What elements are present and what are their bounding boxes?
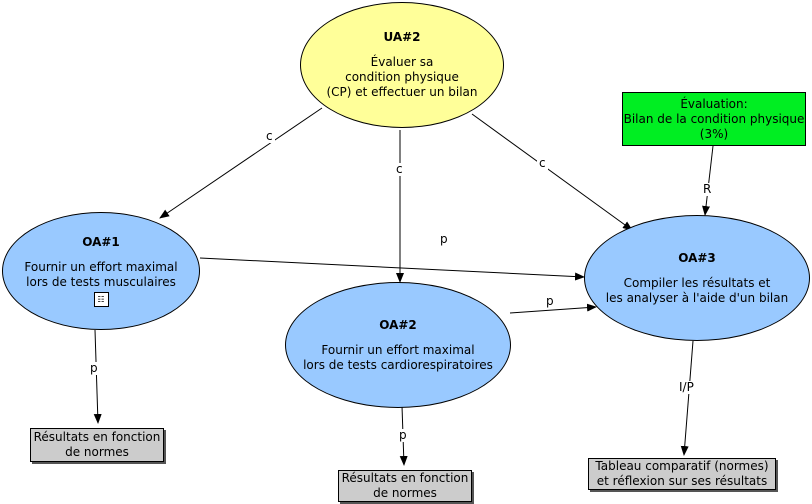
link-label-ua2-oa1: c [264, 129, 275, 143]
oa2-node[interactable]: OA#2 Fournir un effort maximal lors de t… [285, 282, 511, 408]
evaluation-node[interactable]: Évaluation: Bilan de la condition physiq… [622, 92, 806, 146]
oa3-title: OA#3 [678, 250, 716, 265]
oa2-line-2: lors de tests cardiorespiratoires [303, 357, 493, 372]
link-oa3-tab [680, 340, 694, 456]
link-label-ua2-oa3: c [537, 156, 548, 170]
result-1-line-1: Résultats en fonction [33, 430, 161, 444]
oa3-line-2: les analyser à l'aide d'un bilan [605, 290, 789, 305]
link-eval-oa3 [702, 145, 714, 216]
ua2-line-2: condition physique [345, 70, 459, 84]
link-label-ua2-oa2: c [394, 162, 405, 176]
oa1-line-2: lors de tests musculaires [26, 275, 176, 289]
evaluation-line-1: Évaluation: [680, 96, 748, 111]
oa3-line-1: Compiler les résultats et [623, 275, 771, 290]
ua2-line-1: Évaluer sa [370, 55, 434, 69]
oa2-line-1: Fournir un effort maximal [321, 342, 475, 357]
oa3-node[interactable]: OA#3 Compiler les résultats et les analy… [584, 215, 810, 341]
result-1-line-2: de normes [65, 445, 129, 459]
link-label-oa2-res2: p [397, 428, 409, 442]
ua2-title: UA#2 [383, 30, 421, 44]
link-ua2-oa3 [471, 113, 633, 231]
link-oa1-res1 [93, 329, 102, 424]
evaluation-line-2: Bilan de la condition physique [623, 111, 805, 126]
link-label-eval-oa3: R [701, 182, 714, 196]
oa1-line-1: Fournir un effort maximal [24, 260, 178, 274]
comparison-line-2: et réflexion sur ses résultats [596, 474, 768, 488]
link-label-oa1-res1: p [88, 361, 100, 375]
comparison-table-box[interactable]: Tableau comparatif (normes) et réflexion… [588, 458, 776, 490]
link-label-oa3-tab: I/P [677, 380, 696, 394]
evaluation-line-3: (3%) [699, 126, 729, 141]
link-ua2-oa1 [159, 107, 323, 219]
sitemap-icon[interactable]: ☷ [93, 292, 109, 307]
link-label-oa1-oa3: p [438, 232, 450, 246]
result-2-line-1: Résultats en fonction [341, 471, 469, 485]
ua2-node[interactable]: UA#2 Évaluer sa condition physique (CP) … [300, 2, 504, 128]
oa1-title: OA#1 [82, 235, 120, 249]
result-2-line-2: de normes [373, 486, 437, 500]
link-oa2-oa3 [509, 303, 597, 314]
link-label-oa2-oa3: p [544, 294, 556, 308]
ua2-line-3: (CP) et effectuer un bilan [326, 85, 478, 99]
oa2-title: OA#2 [379, 317, 417, 332]
result-box-2[interactable]: Résultats en fonction de normes [338, 470, 472, 502]
oa1-node[interactable]: OA#1 Fournir un effort maximal lors de t… [2, 212, 200, 330]
result-box-1[interactable]: Résultats en fonction de normes [30, 428, 164, 462]
comparison-line-1: Tableau comparatif (normes) [595, 459, 769, 473]
link-oa1-oa3 [199, 257, 585, 281]
